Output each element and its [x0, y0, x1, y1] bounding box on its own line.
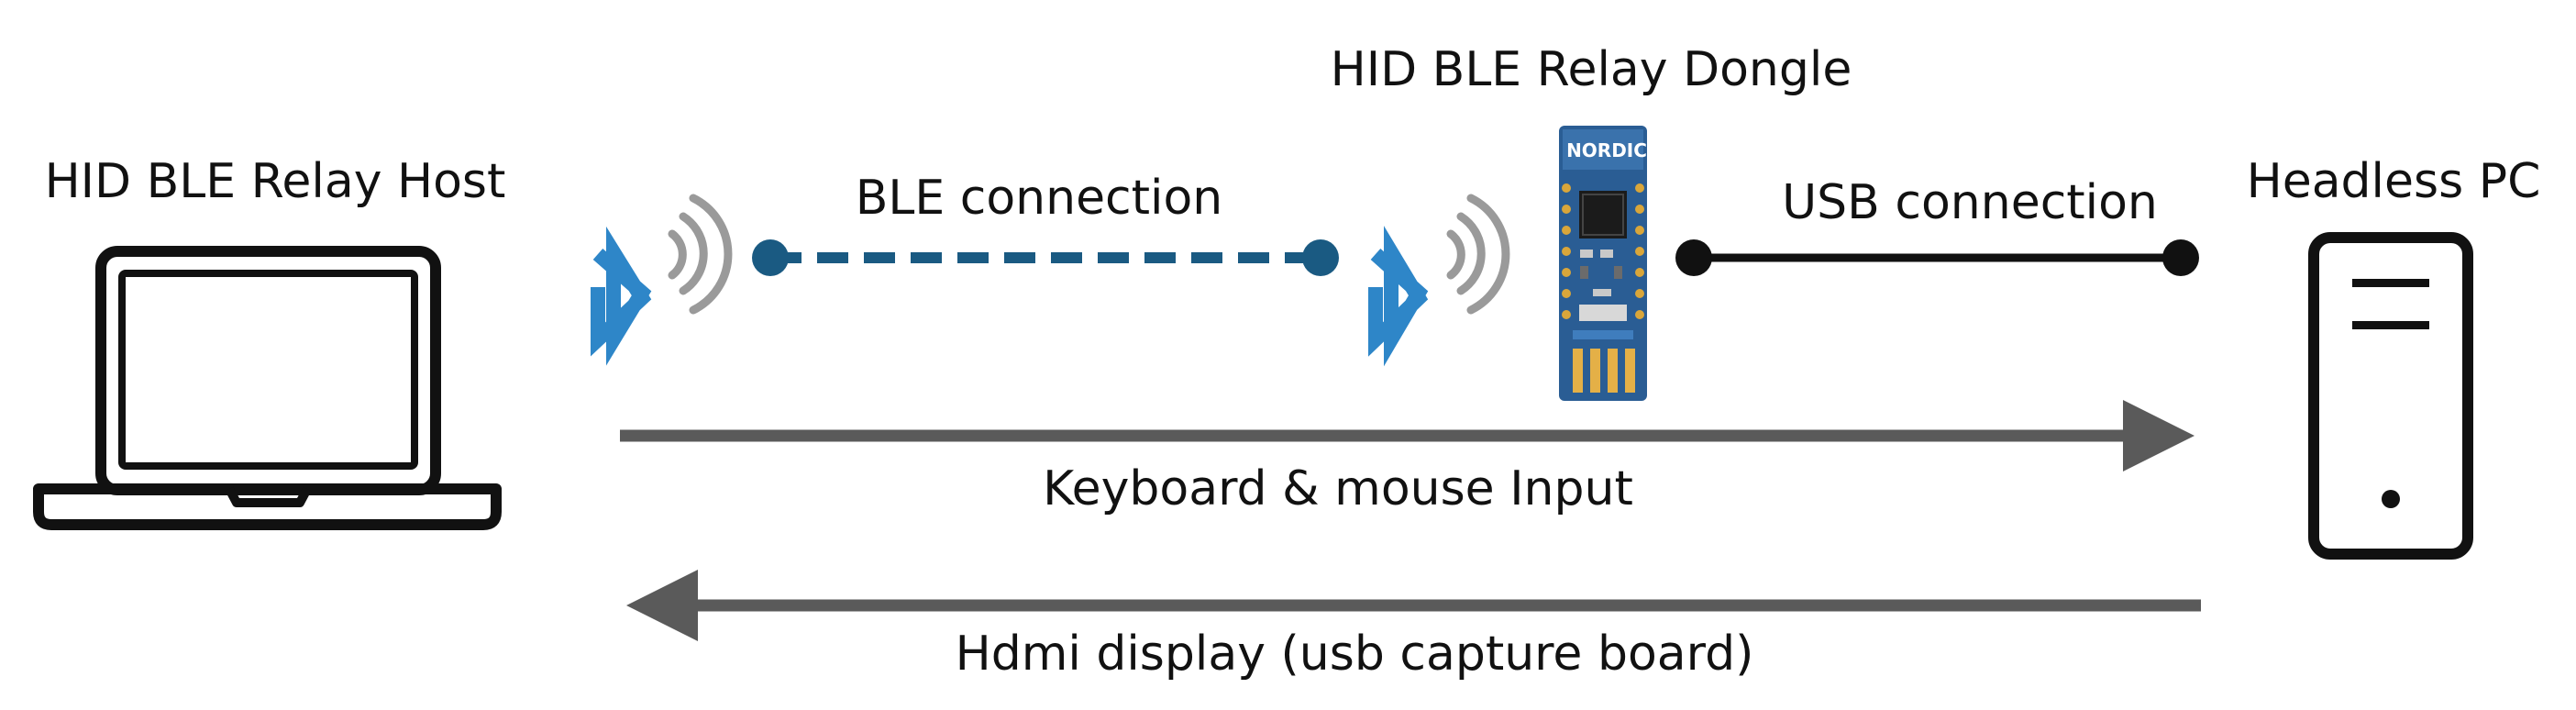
usb-endpoint-left: [1675, 239, 1712, 276]
ble-endpoint-right: [1302, 239, 1339, 276]
input-flow-label: Keyboard & mouse Input: [1043, 461, 1633, 516]
usb-connection-label: USB connection: [1782, 175, 2158, 230]
board-brand-label: NORDIC: [1566, 139, 1647, 161]
pc-label: Headless PC: [2247, 154, 2541, 209]
bluetooth-icon: [1368, 226, 1429, 367]
bluetooth-icon: [591, 226, 652, 366]
ble-connection-label: BLE connection: [856, 171, 1223, 226]
signal-waves-icon: [1446, 194, 1510, 315]
usb-dongle-board: NORDIC: [1559, 126, 1647, 401]
dongle-label: HID BLE Relay Dongle: [1331, 42, 1852, 97]
signal-waves-icon: [668, 194, 733, 315]
laptop-icon: [33, 246, 502, 530]
host-label: HID BLE Relay Host: [45, 154, 506, 209]
desktop-tower-icon: [2308, 232, 2473, 560]
usb-endpoint-right: [2162, 239, 2199, 276]
ble-endpoint-left: [752, 239, 789, 276]
display-flow-label: Hdmi display (usb capture board): [956, 627, 1754, 682]
